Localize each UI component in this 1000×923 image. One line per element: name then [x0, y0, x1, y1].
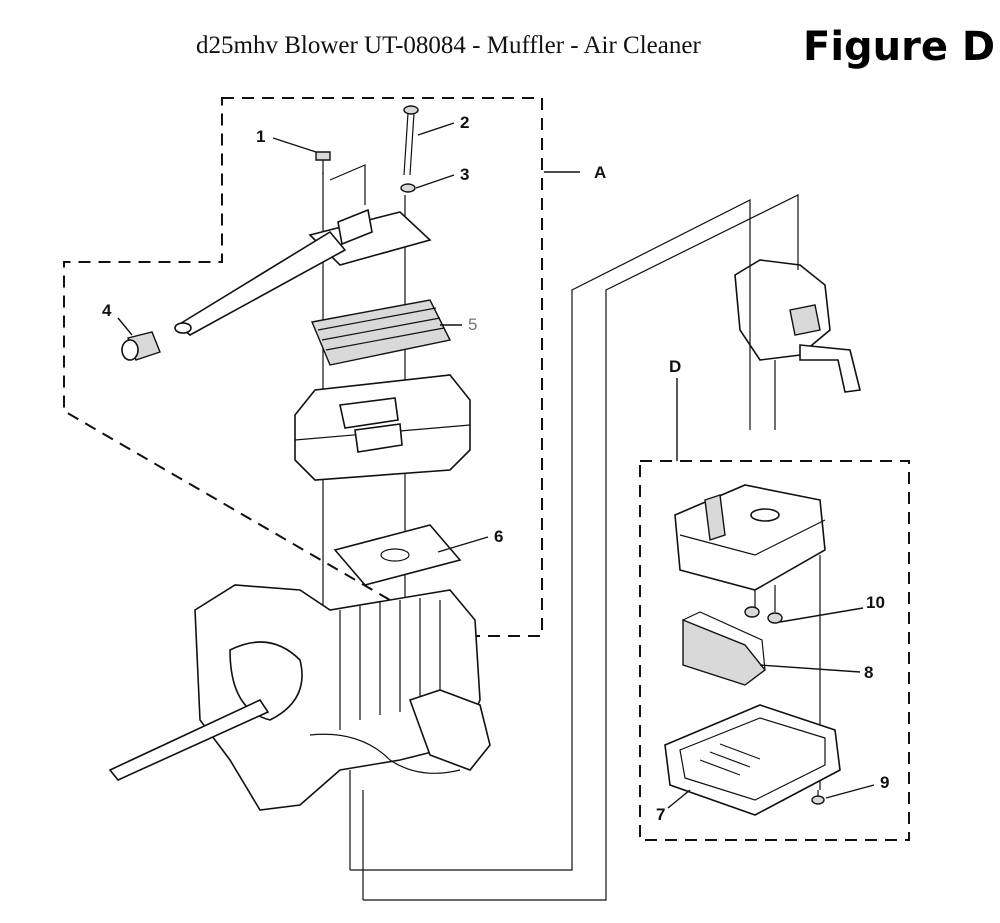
callout-8: 8 [864, 663, 873, 682]
group-a-label: A [594, 163, 606, 182]
callout-4: 4 [102, 301, 112, 320]
gasket-part-6 [333, 524, 462, 586]
callout-10: 10 [866, 593, 885, 612]
air-cleaner-cover-part-7 [664, 704, 841, 816]
callout-8-leader [759, 664, 861, 673]
callout-9: 9 [880, 773, 889, 792]
bolt-part-1 [315, 151, 331, 175]
callout-3-leader [415, 174, 455, 189]
callout-4-leader [117, 317, 133, 336]
callout-2-leader [417, 122, 455, 136]
alignment-line-right [362, 194, 799, 901]
callout-3: 3 [460, 165, 469, 184]
callout-9-leader [825, 784, 875, 799]
air-cleaner-case [674, 484, 826, 790]
callout-6-leader [437, 536, 489, 553]
group-d-label: D [669, 357, 681, 376]
callout-1-leader [272, 137, 317, 153]
callout-1: 1 [256, 127, 265, 146]
carburetor [734, 258, 861, 430]
page-title: d25mhv Blower UT-08084 - Muffler - Air C… [196, 32, 701, 59]
spark-screen-part-5 [311, 299, 452, 366]
muffler-body [294, 374, 471, 481]
muffler-cover [174, 208, 432, 336]
nuts-part-10 [744, 606, 783, 624]
callout-10-leader [779, 607, 864, 623]
engine-assembly [108, 584, 491, 811]
washer-part-3 [400, 183, 416, 193]
group-a-boundary [63, 97, 543, 637]
screw-part-9 [811, 790, 825, 805]
callout-7-leader [667, 789, 691, 809]
filter-element-part-8 [682, 611, 766, 686]
plug-part-4 [121, 331, 161, 361]
long-bolt-part-2 [403, 105, 419, 176]
callout-2: 2 [460, 113, 469, 132]
figure-label: Figure D [803, 24, 996, 70]
callout-6: 6 [494, 527, 503, 546]
group-d-boundary [639, 460, 910, 841]
callout-5: 5 [468, 315, 477, 334]
callout-7: 7 [656, 805, 665, 824]
